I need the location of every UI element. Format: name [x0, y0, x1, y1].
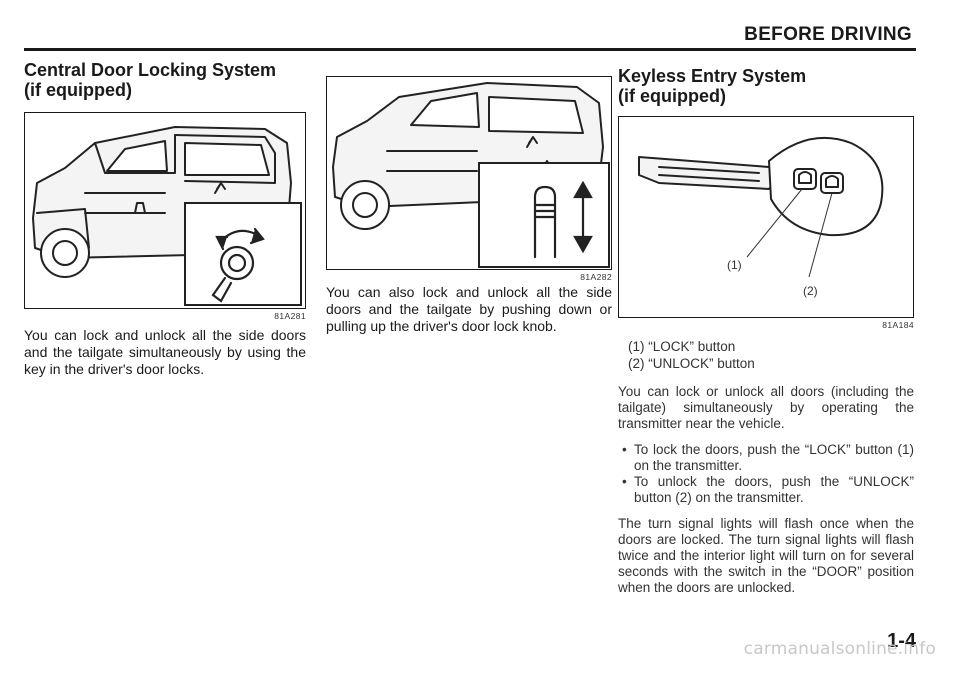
section-subtitle: (if equipped)	[24, 80, 132, 100]
paragraph: You can lock or unlock all doors (includ…	[618, 384, 914, 431]
key-lock-illustration	[24, 112, 306, 309]
header-title: BEFORE DRIVING	[744, 24, 912, 45]
caption-lock-button: (1) “LOCK” button	[628, 339, 736, 354]
caption-unlock-button: (2) “UNLOCK” button	[628, 356, 755, 371]
list-item: To unlock the doors, push the “UNLOCK” b…	[622, 474, 914, 506]
paragraph: You can also lock and unlock all the sid…	[326, 284, 612, 334]
figure-code: 81A184	[882, 320, 914, 330]
figure-code: 81A282	[580, 272, 612, 282]
lock-knob-illustration	[326, 76, 612, 270]
callout-lock: (1)	[727, 258, 742, 272]
vehicle-knob-drawing	[332, 82, 610, 268]
paragraph: The turn signal lights will flash once w…	[618, 516, 914, 595]
section-title: Central Door Locking System	[24, 60, 277, 80]
watermark: carmanualsonline.info	[743, 639, 936, 659]
header-rule	[24, 48, 916, 51]
transmitter-key-drawing: (1) (2)	[638, 136, 884, 298]
lock-knob-section: 81A282 You can also lock and unlock all …	[326, 76, 612, 335]
central-locking-section: Central Door Locking System (if equipped…	[24, 60, 306, 378]
section-title: Keyless Entry System	[618, 66, 807, 86]
figure-code: 81A281	[274, 311, 306, 321]
keyless-entry-section: Keyless Entry System (if equipped) (1) (…	[618, 66, 914, 596]
callout-unlock: (2)	[803, 284, 818, 298]
paragraph: You can lock and unlock all the side doo…	[24, 327, 306, 377]
list-item: To lock the doors, push the “LOCK” butto…	[622, 442, 914, 474]
bullet-list: To lock the doors, push the “LOCK” butto…	[618, 442, 914, 506]
vehicle-key-drawing	[32, 126, 302, 306]
page-number: 1-4	[887, 630, 916, 652]
section-subtitle: (if equipped)	[618, 86, 726, 106]
transmitter-illustration: (1) (2)	[618, 116, 914, 318]
